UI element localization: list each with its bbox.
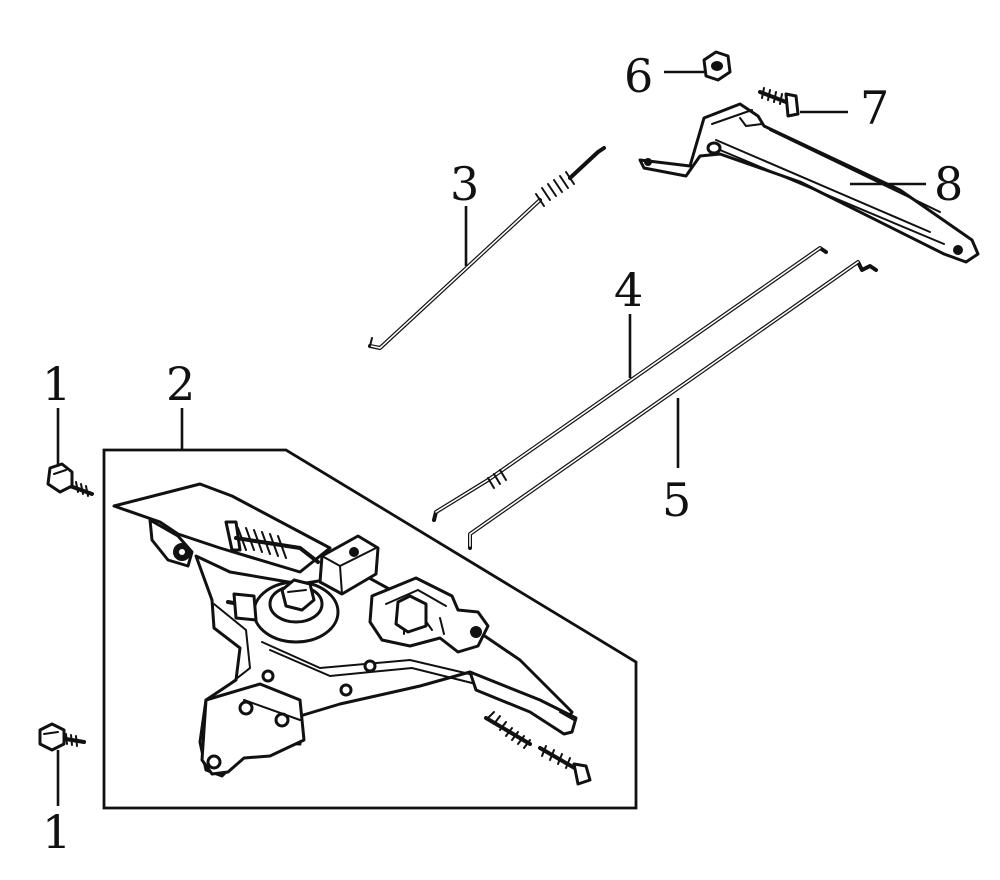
callout-3: 3 [450,157,479,211]
assembly-frame [102,448,638,810]
callout-8: 8 [934,157,963,211]
callout-1-lower: 1 [42,805,71,859]
callout-6: 6 [624,49,653,103]
callout-4: 4 [614,263,643,317]
flange-bolt-upper [46,462,94,497]
rod-5 [468,260,878,550]
callout-5: 5 [662,473,691,527]
small-bolt [758,87,800,118]
flange-bolt-lower [38,722,86,752]
callout-1-upper: 1 [42,357,71,411]
control-plate-assembly [112,482,578,778]
governor-arm [638,102,980,264]
callout-2: 2 [166,357,195,411]
nut [702,50,732,82]
spring-and-bolt [484,711,592,786]
spring-rod [368,146,606,350]
rod-4 [432,246,828,522]
callout-7: 7 [860,81,889,135]
